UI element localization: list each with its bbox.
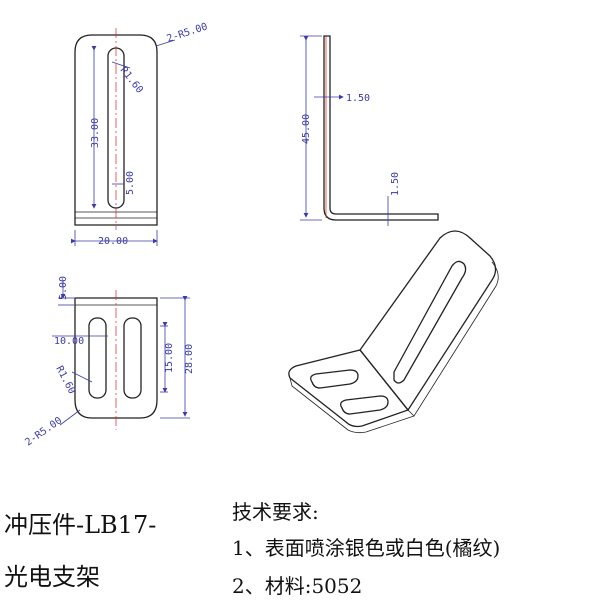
part-title-line1: 冲压件-LB17- — [4, 511, 157, 539]
bottom-corner-radius-dim: 2-R5.00 — [23, 415, 64, 448]
side-thickness-bottom-dim: 1.50 — [390, 172, 401, 196]
front-width-dim: 20.00 — [98, 236, 128, 247]
bottom-slot-length-dim: 15.00 — [164, 343, 175, 373]
part-title-line2: 光电支架 — [4, 563, 100, 591]
bottom-slot-offset-dim: 10.00 — [54, 336, 84, 347]
requirements-heading: 技术要求: — [232, 500, 319, 524]
side-thickness-top-dim: 1.50 — [346, 93, 370, 104]
bottom-view: 5.00 10.00 R1.60 15.00 28.00 2-R5.00 — [23, 276, 195, 449]
isometric-view — [288, 230, 499, 434]
bottom-slot-radius-dim: R1.60 — [53, 364, 77, 396]
side-height-dim: 45.00 — [301, 114, 312, 144]
side-view: 45.00 1.50 1.50 — [300, 35, 439, 226]
bottom-length-dim: 28.00 — [184, 344, 195, 374]
front-view: 2-R5.00 R1.60 33.00 5.00 20.00 — [71, 21, 209, 247]
front-slot-width-dim: 5.00 — [125, 171, 136, 195]
bottom-lip-dim: 5.00 — [58, 276, 69, 300]
front-slot-length-dim: 33.00 — [90, 118, 101, 148]
requirement-item-1: 1、表面喷涂银色或白色(橘纹) — [232, 536, 501, 560]
front-corner-radius-dim: 2-R5.00 — [166, 21, 209, 44]
front-slot-radius-dim: R1.60 — [118, 65, 145, 95]
requirement-item-2: 2、材料:5052 — [232, 574, 363, 598]
